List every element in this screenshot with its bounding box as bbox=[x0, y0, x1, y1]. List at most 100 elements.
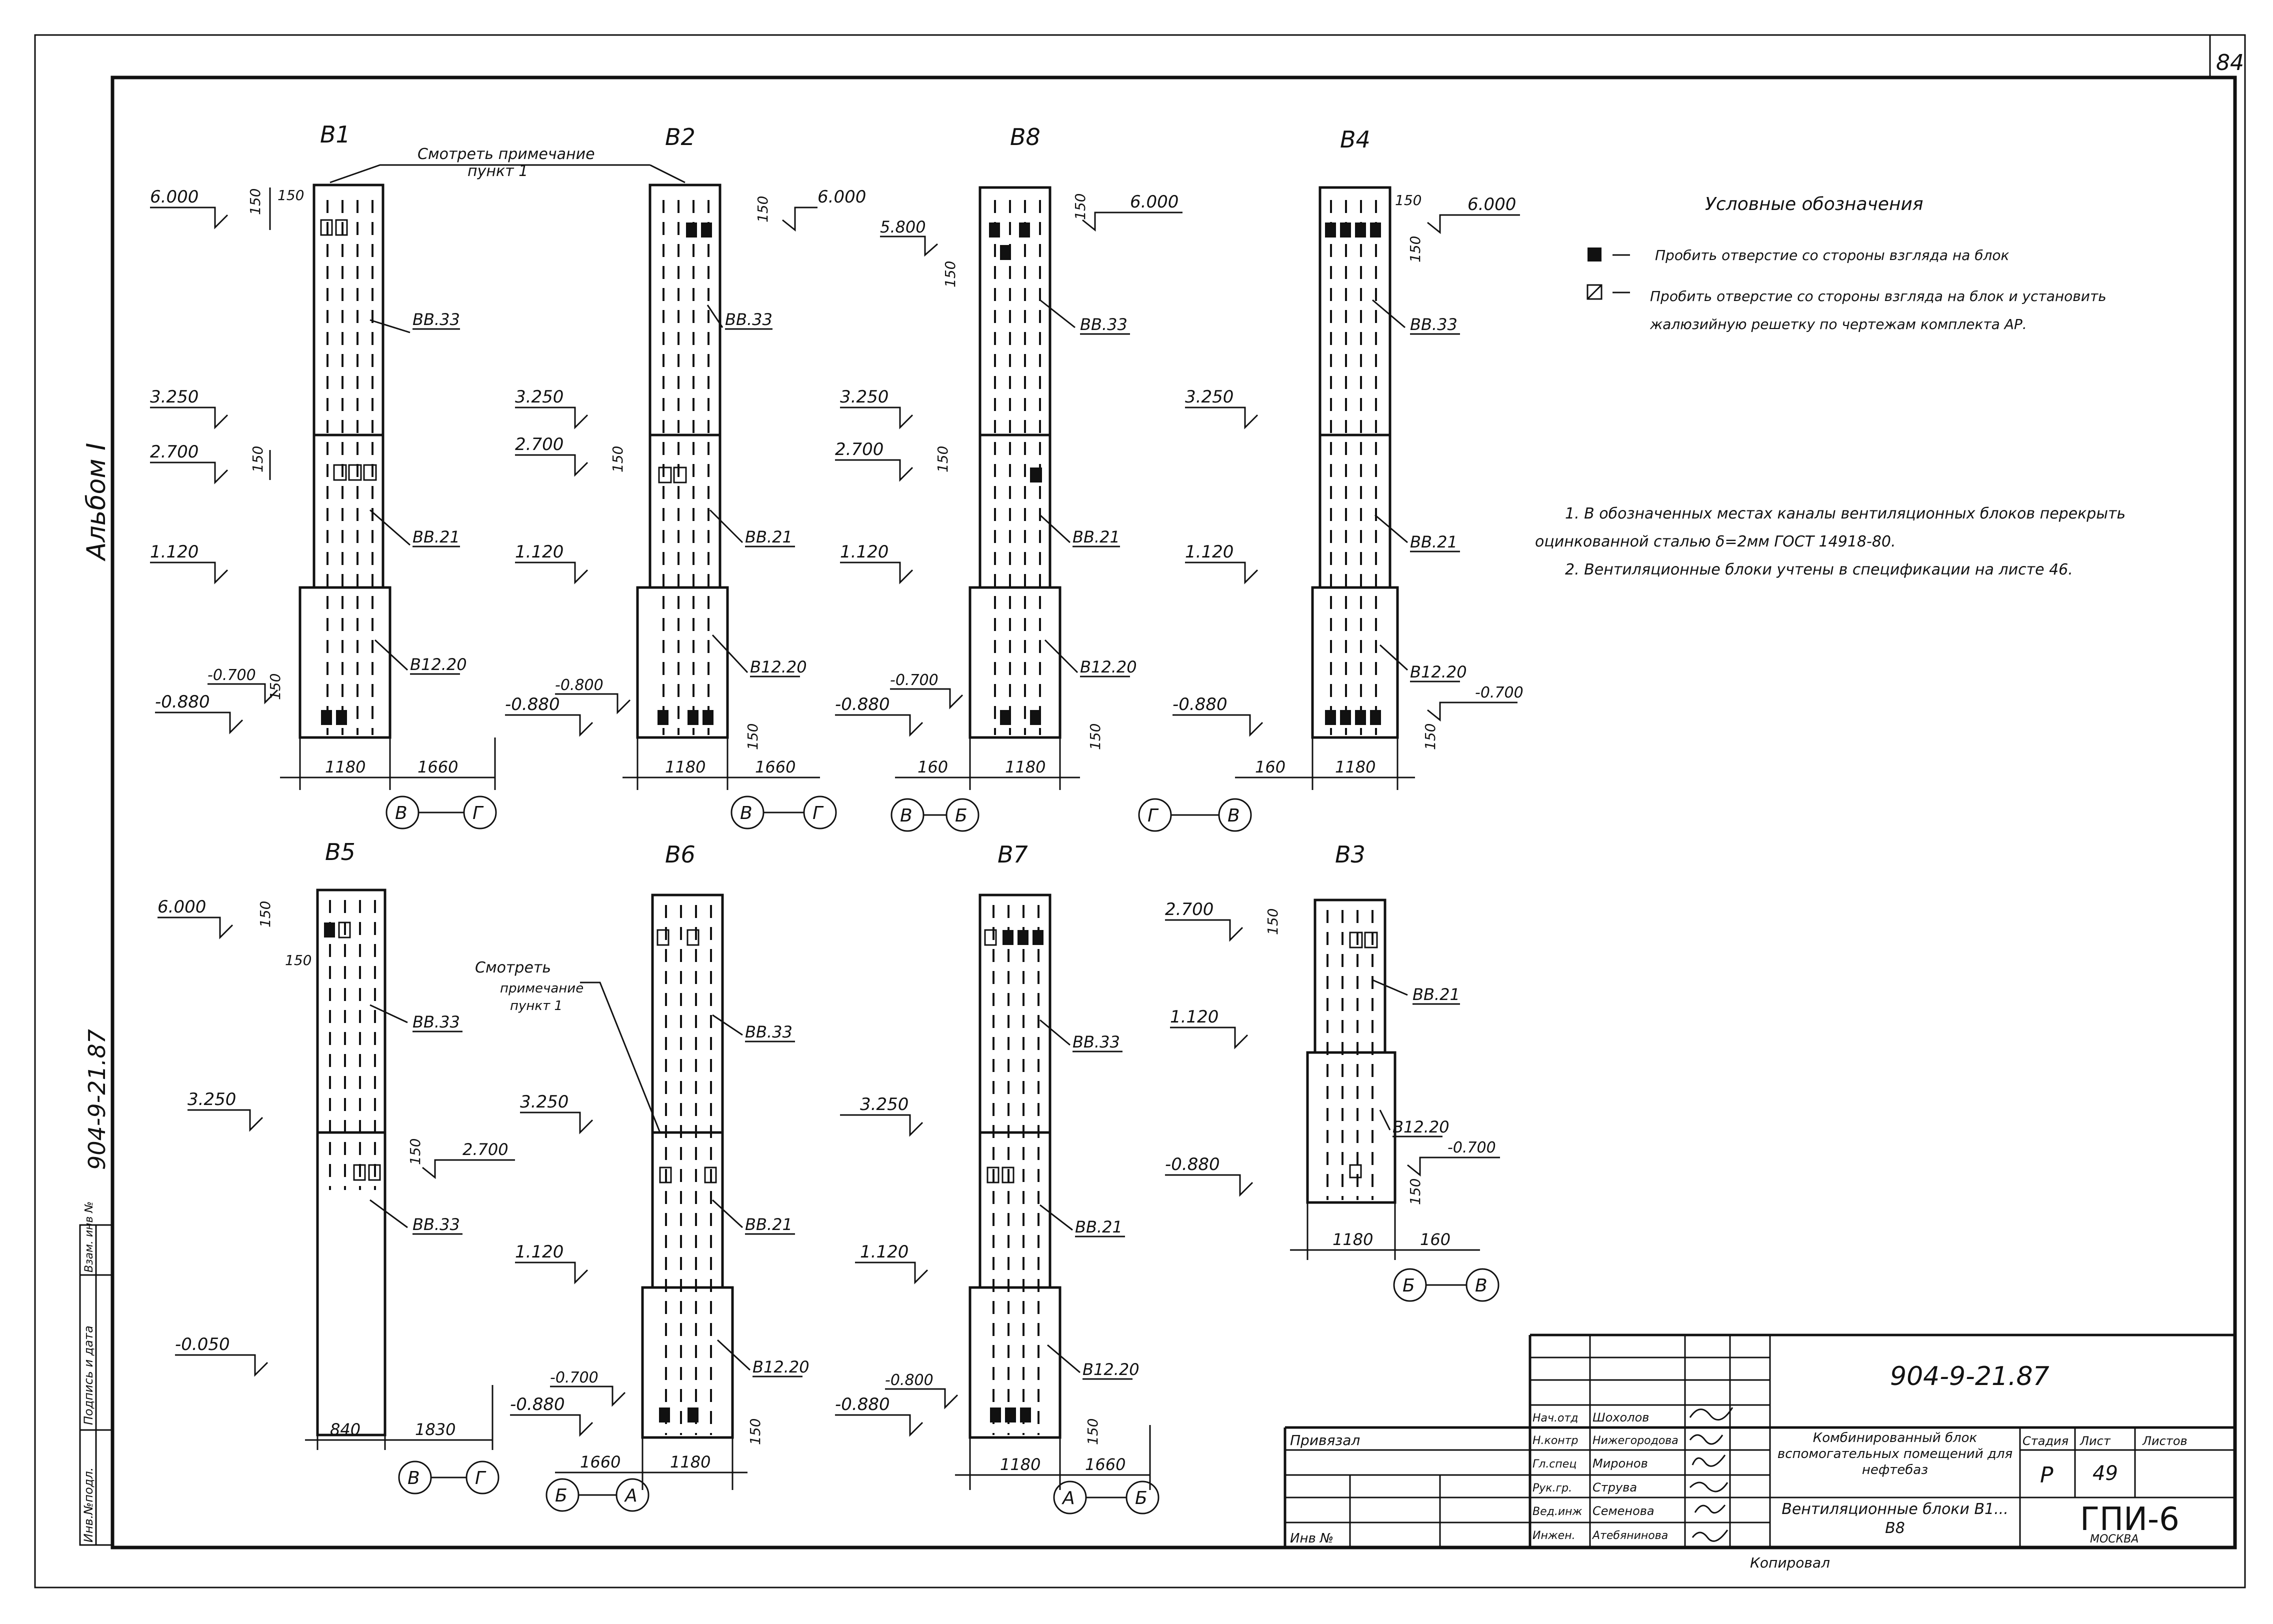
b1-axis-2: Г bbox=[472, 803, 484, 824]
b8-level-0880: -0.880 bbox=[1165, 1154, 1220, 1174]
page-number: 84 bbox=[2216, 50, 2244, 76]
b3-level-2700: 2.700 bbox=[835, 440, 884, 460]
tb-role-5: Инжен. bbox=[1532, 1530, 1576, 1542]
b3-title: В8 bbox=[1010, 124, 1040, 150]
b7-unit-bb21: ВВ.21 bbox=[1075, 1218, 1122, 1236]
b3-level-6000: 6.000 bbox=[1130, 192, 1178, 212]
side-stamp: Инв.№подл. Подпись и дата Взам. инв № bbox=[79, 1202, 114, 1546]
b1-dim-150b: 150 bbox=[278, 187, 304, 204]
b8-level-2700: 2.700 bbox=[1165, 900, 1214, 920]
b1-level-6000: 6.000 bbox=[150, 187, 198, 207]
tb-stage-label: Стадия bbox=[2022, 1434, 2068, 1448]
legend-title: Условные обозначения bbox=[1705, 194, 1924, 214]
b5-level-2700: 2.700 bbox=[462, 1140, 508, 1159]
tb-role-0: Нач.отд bbox=[1532, 1412, 1578, 1424]
b5-unit-bb33a: ВВ.33 bbox=[412, 1012, 460, 1032]
b8-dim-160: 160 bbox=[1420, 1230, 1450, 1249]
b8-unit-b1220: В12.20 bbox=[1392, 1118, 1450, 1136]
b7-level-0800: -0.800 bbox=[885, 1372, 934, 1389]
tb-sheet: 49 bbox=[2092, 1462, 2118, 1485]
b7-level-1120: 1.120 bbox=[860, 1242, 908, 1262]
tb-name-5: Атебянинова bbox=[1592, 1530, 1668, 1542]
note-1: 1. В обозначенных местах каналы вентиляц… bbox=[1535, 505, 2126, 550]
tb-copied: Копировал bbox=[1750, 1554, 1830, 1571]
b2-dim-150b: 150 bbox=[610, 446, 626, 472]
tb-name-2: Миронов bbox=[1592, 1456, 1648, 1470]
notes: 1. В обозначенных местах каналы вентиляц… bbox=[1535, 500, 2205, 584]
legend-item-2: Пробить отверстие со стороны взгляда на … bbox=[1650, 288, 2106, 332]
tb-privyazal: Привязал bbox=[1290, 1432, 1360, 1448]
b3-unit-bb33: ВВ.33 bbox=[1080, 315, 1128, 334]
album-label: Альбом I bbox=[82, 443, 112, 562]
block-b1: В1 Смотреть примечание пункт 1 6.000 3.2… bbox=[150, 121, 686, 830]
b8-axis-2: В bbox=[1475, 1276, 1488, 1296]
svg-text:Инв.№подл.: Инв.№подл. bbox=[82, 1468, 96, 1542]
legend-hatched-symbol bbox=[1586, 284, 1602, 300]
b2-unit-b1220: В12.20 bbox=[750, 658, 807, 676]
b3-dim-150d: 150 bbox=[1087, 724, 1104, 750]
legend-item-1: Пробить отверстие со стороны взгляда на … bbox=[1655, 247, 2010, 264]
b7-level-3250: 3.250 bbox=[860, 1094, 908, 1114]
b7-dim-1180: 1180 bbox=[1000, 1455, 1040, 1474]
tb-role-4: Вед.инж bbox=[1532, 1506, 1582, 1518]
b6-unit-b1220: В12.20 bbox=[752, 1358, 810, 1376]
b3-dim-1180: 1180 bbox=[1005, 758, 1046, 776]
tb-name-3: Струва bbox=[1592, 1480, 1637, 1494]
b4-dim-150b: 150 bbox=[1407, 236, 1424, 262]
b3-dim-150b: 150 bbox=[942, 261, 958, 288]
tb-city: МОСКВА bbox=[2090, 1533, 2138, 1546]
b1-level-2700: 2.700 bbox=[150, 442, 198, 462]
b4-level-6000: 6.000 bbox=[1468, 194, 1516, 214]
b8-dim-150b: 150 bbox=[1407, 1178, 1424, 1205]
b1-level-3250: 3.250 bbox=[150, 387, 198, 407]
b3-dim-150a: 150 bbox=[1072, 194, 1088, 220]
tb-stage: Р bbox=[2040, 1462, 2054, 1488]
b1-note-line1: Смотреть примечание bbox=[418, 146, 595, 163]
b7-axis-2: Б bbox=[1135, 1488, 1148, 1508]
tb-name-1: Нижегородова bbox=[1592, 1434, 1678, 1447]
b6-level-0700: -0.700 bbox=[550, 1369, 598, 1386]
b2-level-1120: 1.120 bbox=[515, 542, 564, 562]
tb-project: Комбинированный блок вспомогательных пом… bbox=[1777, 1430, 2013, 1478]
b4-unit-b1220: В12.20 bbox=[1410, 662, 1467, 682]
b3-unit-b1220: В12.20 bbox=[1080, 658, 1137, 676]
block-b4: В4 6.000 3.250 1.120 -0.880 -0.700 150 1… bbox=[1138, 126, 1524, 832]
tb-role-1: Н.контр bbox=[1532, 1434, 1578, 1447]
b4-level-0880: -0.880 bbox=[1172, 694, 1228, 714]
block-b2: В2 6.000 3.250 2.700 1.120 -0.800 -0.880… bbox=[505, 124, 866, 830]
b1-title: В1 bbox=[320, 121, 350, 148]
b1-dim-150c: 150 bbox=[250, 446, 266, 472]
block-b8: В3 2.700 1.120 -0.880 -0.700 150 150 ВВ.… bbox=[1165, 841, 1500, 1302]
tb-code: 904-9-21.87 bbox=[1890, 1362, 2050, 1392]
b3-level-5800: 5.800 bbox=[880, 218, 926, 236]
b1-dim-150a: 150 bbox=[247, 188, 264, 215]
b4-axis-2: В bbox=[1228, 806, 1240, 826]
b5-title: В5 bbox=[325, 838, 356, 866]
legend-filled-symbol bbox=[1588, 248, 1602, 262]
block-b3: В8 5.800 6.000 3.250 2.700 1.120 -0.700 … bbox=[835, 124, 1182, 832]
b6-axis-1: Б bbox=[555, 1486, 568, 1506]
b2-dim-150c: 150 bbox=[744, 724, 761, 750]
b6-note-line3: пункт 1 bbox=[510, 998, 562, 1014]
b5-axis-1: В bbox=[408, 1468, 420, 1488]
b3-dim-160: 160 bbox=[918, 758, 948, 776]
b3-axis-2: Б bbox=[955, 806, 968, 826]
tb-inv: Инв № bbox=[1290, 1531, 1334, 1546]
b8-title: В3 bbox=[1335, 841, 1366, 868]
b6-unit-bb21: ВВ.21 bbox=[745, 1215, 792, 1234]
b2-level-2700: 2.700 bbox=[515, 434, 564, 454]
signatures bbox=[1689, 1407, 1734, 1542]
b1-level-0880: -0.880 bbox=[155, 692, 210, 712]
b4-dim-150a: 150 bbox=[1395, 192, 1422, 208]
b1-level-0700: -0.700 bbox=[208, 666, 256, 684]
b5-axis-2: Г bbox=[475, 1468, 486, 1488]
tb-sheet-label: Лист bbox=[2080, 1434, 2111, 1448]
b7-dim-150: 150 bbox=[1084, 1418, 1101, 1445]
b4-unit-bb33: ВВ.33 bbox=[1410, 315, 1458, 334]
b7-unit-bb33: ВВ.33 bbox=[1072, 1032, 1120, 1052]
b3-level-0700: -0.700 bbox=[890, 672, 938, 689]
b5-level-6000: 6.000 bbox=[158, 897, 206, 917]
b4-unit-bb21: ВВ.21 bbox=[1410, 532, 1458, 552]
svg-text:Взам. инв №: Взам. инв № bbox=[83, 1202, 96, 1272]
